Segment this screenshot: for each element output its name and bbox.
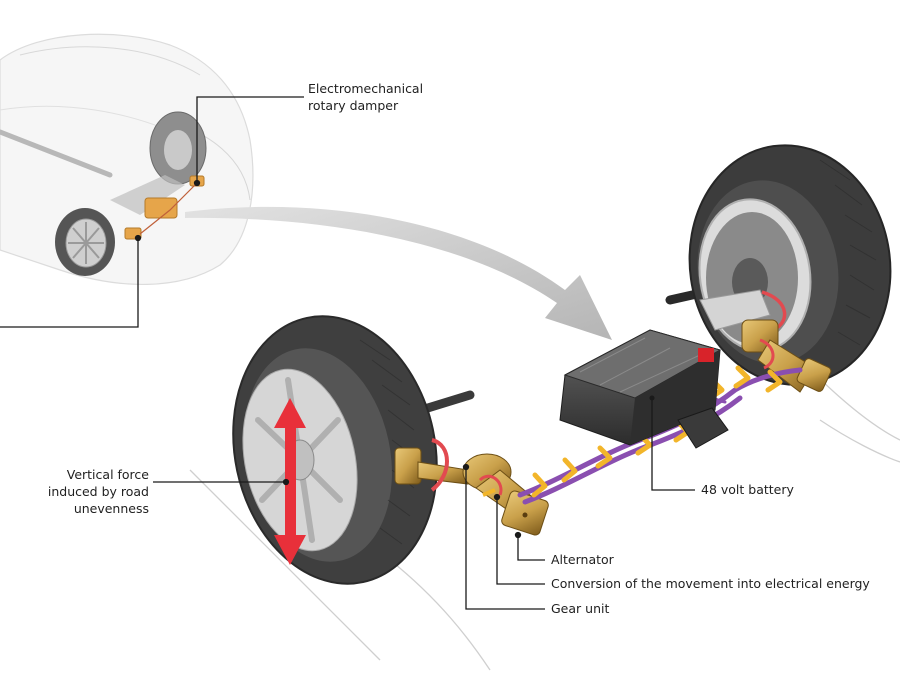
label-battery-text: 48 volt battery: [701, 482, 794, 497]
leader-lines: [153, 398, 695, 610]
battery-terminal-icon: [698, 348, 714, 362]
label-gear-unit: Gear unit: [551, 600, 609, 617]
rear-wishbone: [699, 289, 771, 331]
battery-control-module: [677, 407, 729, 449]
label-conversion: Conversion of the movement into electric…: [551, 575, 870, 592]
label-gear-unit-text: Gear unit: [551, 601, 610, 616]
front-damper-assembly: [394, 438, 549, 536]
vertical-force-arrow: [274, 398, 306, 565]
car-battery-highlight: [144, 197, 178, 219]
label-alternator: Alternator: [551, 551, 614, 568]
label-vertical-force-line-2: induced by road: [47, 484, 149, 499]
alternator-component: [501, 490, 549, 536]
car-front-wheel: [55, 208, 115, 276]
label-rotary-damper-line-1: Electromechanical: [308, 81, 424, 96]
car-rear-wheel: [149, 111, 207, 185]
car-leader-lines: [0, 96, 304, 328]
label-vertical-force-line-3: unevenness: [73, 501, 149, 516]
front-wheel: [232, 315, 438, 585]
zoom-pointer-arrow: [185, 206, 612, 340]
label-48-volt-battery: 48 volt battery: [701, 481, 794, 498]
label-vertical-force: Vertical force induced by road unevennes…: [20, 466, 149, 517]
label-conversion-text: Conversion of the movement into electric…: [551, 576, 870, 591]
label-vertical-force-line-1: Vertical force: [66, 467, 149, 482]
car-illustration: [0, 33, 254, 285]
label-alternator-text: Alternator: [551, 552, 614, 567]
label-rotary-damper-line-2: rotary damper: [308, 98, 399, 113]
label-rotary-damper: Electromechanical rotary damper: [308, 80, 423, 114]
front-rotation-arrow: [430, 438, 449, 492]
rear-damper-assembly: [741, 290, 832, 393]
